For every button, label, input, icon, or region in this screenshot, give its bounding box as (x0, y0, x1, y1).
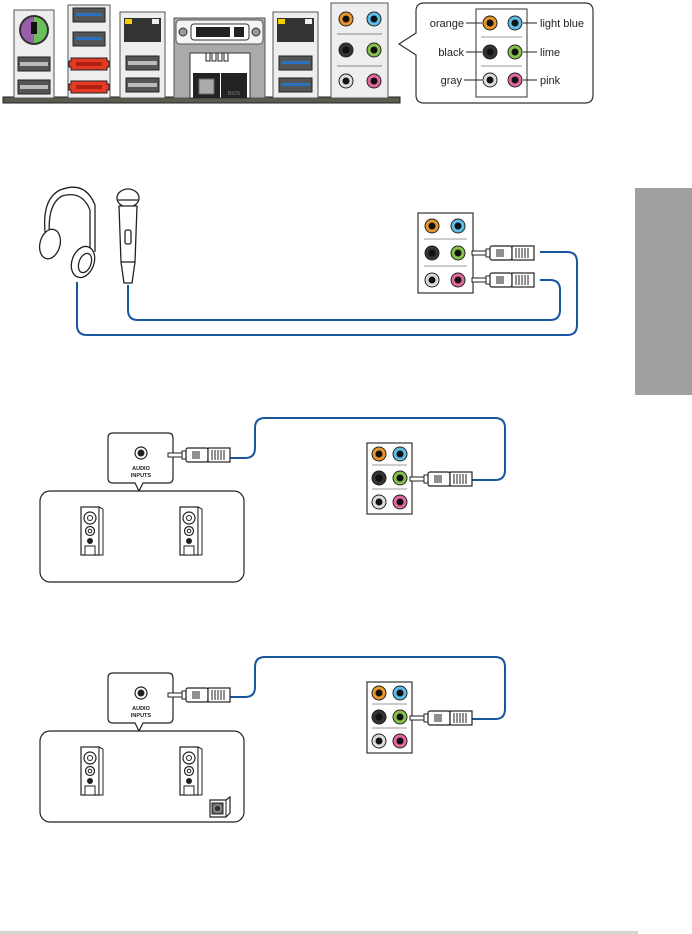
speaker-left-icon (81, 747, 103, 795)
speaker-right-icon (180, 747, 202, 795)
speaker-system-box (40, 491, 244, 582)
audio-jack-panel (418, 213, 473, 293)
label-orange: orange (430, 18, 464, 30)
headphone-icon (36, 187, 98, 281)
audio-inputs-label: INPUTS (131, 473, 152, 479)
audio-plug (472, 273, 534, 287)
audio-plug (168, 688, 230, 702)
lan-usb-block-2 (273, 12, 318, 98)
speaker-left-icon (81, 507, 103, 555)
audio-inputs-label: AUDIO (132, 466, 150, 472)
jack-color-callout: orange light blue black lime gray pink (399, 3, 593, 103)
audio-jack-panel (367, 443, 412, 514)
jack-black (339, 43, 353, 57)
diagram-headphone-mic (36, 187, 577, 335)
jack-pink (367, 74, 381, 88)
speaker-input-callout: AUDIO INPUTS (108, 433, 173, 491)
label-gray: gray (441, 75, 463, 87)
audio-inputs-label: AUDIO (132, 706, 150, 712)
lan-usb-block-1 (120, 12, 165, 98)
audio-plug (472, 246, 534, 260)
audio-plug (410, 472, 472, 486)
jack-light-blue (367, 12, 381, 26)
jack-orange (339, 12, 353, 26)
speaker-right-icon (180, 507, 202, 555)
speaker-input-callout: AUDIO INPUTS (108, 673, 173, 731)
usb3-esata-block (68, 5, 110, 98)
dvi-optical-bios-block: BIOS (174, 18, 265, 98)
label-light-blue: light blue (540, 18, 584, 30)
label-black: black (438, 47, 464, 59)
headphone-cable (77, 252, 577, 335)
rear-io-panel: BIOS (3, 3, 593, 103)
audio-jack-panel (367, 682, 412, 753)
diagram-stereo-speakers: AUDIO INPUTS (40, 418, 505, 582)
audio-plug (168, 448, 230, 462)
audio-jack-panel-top (331, 3, 388, 98)
audio-plug (410, 711, 472, 725)
bios-label: BIOS (228, 91, 241, 97)
label-pink: pink (540, 75, 561, 87)
audio-inputs-label: INPUTS (131, 713, 152, 719)
diagram-stereo-speakers-subwoofer: AUDIO INPUTS (40, 657, 505, 822)
subwoofer-icon (210, 797, 230, 817)
ps2-usb-block (14, 10, 54, 98)
microphone-icon (117, 189, 139, 283)
label-lime: lime (540, 47, 560, 59)
jack-lime (367, 43, 381, 57)
jack-gray (339, 74, 353, 88)
